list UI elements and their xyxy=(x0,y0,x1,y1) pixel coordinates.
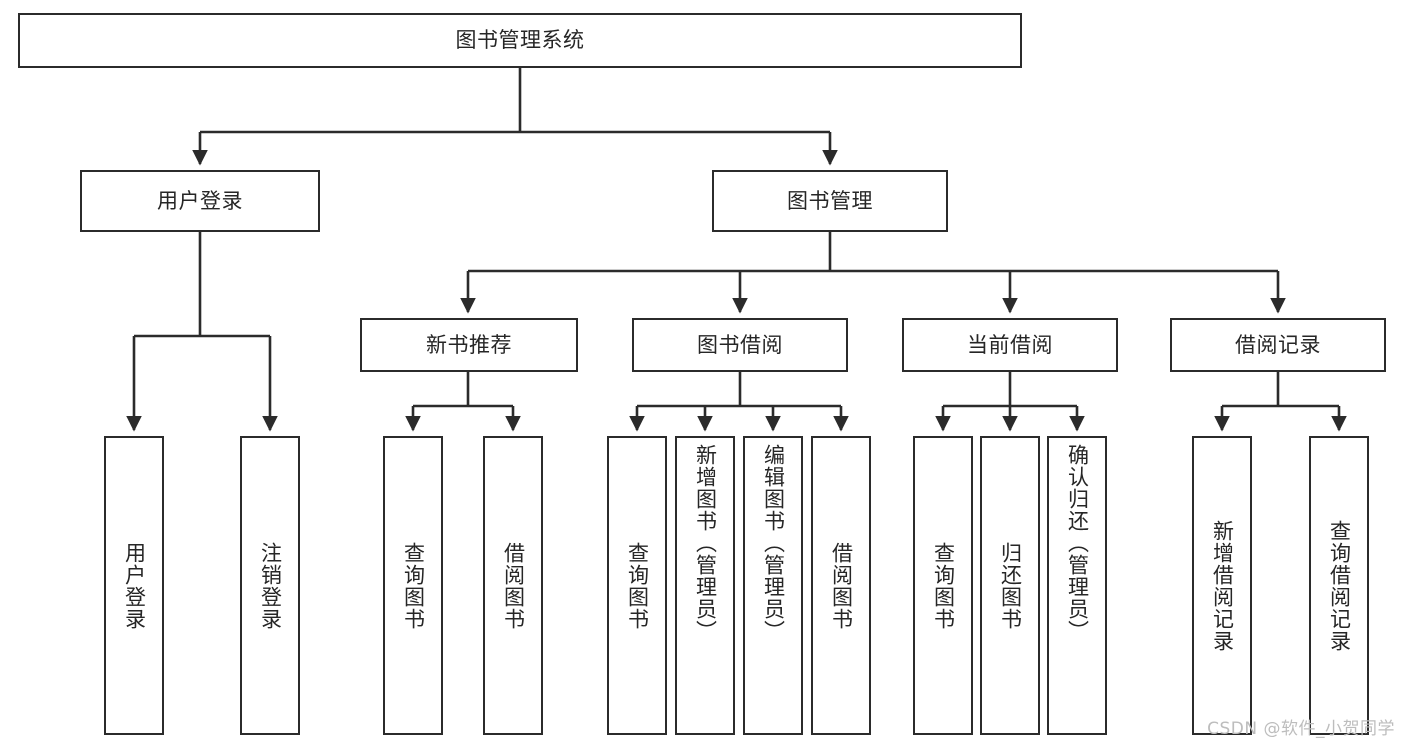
leaf-book-borrow-borrow[interactable]: 借阅图书 xyxy=(811,436,871,735)
node-label: 新增借阅记录 xyxy=(1210,519,1235,652)
node-label: 查询图书 xyxy=(931,541,956,630)
leaf-user-login-logout[interactable]: 注销登录 xyxy=(240,436,300,735)
leaf-borrow-record-add[interactable]: 新增借阅记录 xyxy=(1192,436,1252,735)
leaf-borrow-record-query[interactable]: 查询借阅记录 xyxy=(1309,436,1369,735)
node-label: 用户登录 xyxy=(122,541,147,630)
node-new-book-recommend[interactable]: 新书推荐 xyxy=(360,318,578,372)
node-label: 当前借阅 xyxy=(967,332,1053,357)
node-label: 借阅图书 xyxy=(829,541,854,630)
node-label: 归还图书 xyxy=(998,541,1023,630)
leaf-new-book-query[interactable]: 查询图书 xyxy=(383,436,443,735)
leaf-current-borrow-return[interactable]: 归还图书 xyxy=(980,436,1040,735)
node-borrow-record[interactable]: 借阅记录 xyxy=(1170,318,1386,372)
leaf-current-borrow-query[interactable]: 查询图书 xyxy=(913,436,973,735)
node-root-system[interactable]: 图书管理系统 xyxy=(18,13,1022,68)
leaf-new-book-borrow[interactable]: 借阅图书 xyxy=(483,436,543,735)
node-label: 图书管理 xyxy=(787,188,873,213)
node-label: 新书推荐 xyxy=(426,332,512,357)
node-label: 查询图书 xyxy=(625,541,650,630)
node-user-login[interactable]: 用户登录 xyxy=(80,170,320,232)
leaf-user-login-login[interactable]: 用户登录 xyxy=(104,436,164,735)
node-label: 查询借阅记录 xyxy=(1327,519,1352,652)
leaf-book-borrow-edit[interactable]: 编辑图书（管理员） xyxy=(743,436,803,735)
node-label: 查询图书 xyxy=(401,541,426,630)
node-label: 借阅记录 xyxy=(1235,332,1321,357)
leaf-book-borrow-add[interactable]: 新增图书（管理员） xyxy=(675,436,735,735)
node-label: 确认归还（管理员） xyxy=(1065,444,1090,642)
watermark-text: CSDN @软件_小贺同学 xyxy=(1207,719,1395,739)
node-book-borrow[interactable]: 图书借阅 xyxy=(632,318,848,372)
node-label: 图书管理系统 xyxy=(455,28,585,53)
node-current-borrow[interactable]: 当前借阅 xyxy=(902,318,1118,372)
node-label: 编辑图书（管理员） xyxy=(761,444,786,642)
node-label: 注销登录 xyxy=(258,541,283,630)
node-label: 新增图书（管理员） xyxy=(693,444,718,642)
node-book-management[interactable]: 图书管理 xyxy=(712,170,948,232)
node-label: 用户登录 xyxy=(157,188,243,213)
leaf-current-borrow-confirm-return[interactable]: 确认归还（管理员） xyxy=(1047,436,1107,735)
node-label: 图书借阅 xyxy=(697,332,783,357)
leaf-book-borrow-query[interactable]: 查询图书 xyxy=(607,436,667,735)
node-label: 借阅图书 xyxy=(501,541,526,630)
